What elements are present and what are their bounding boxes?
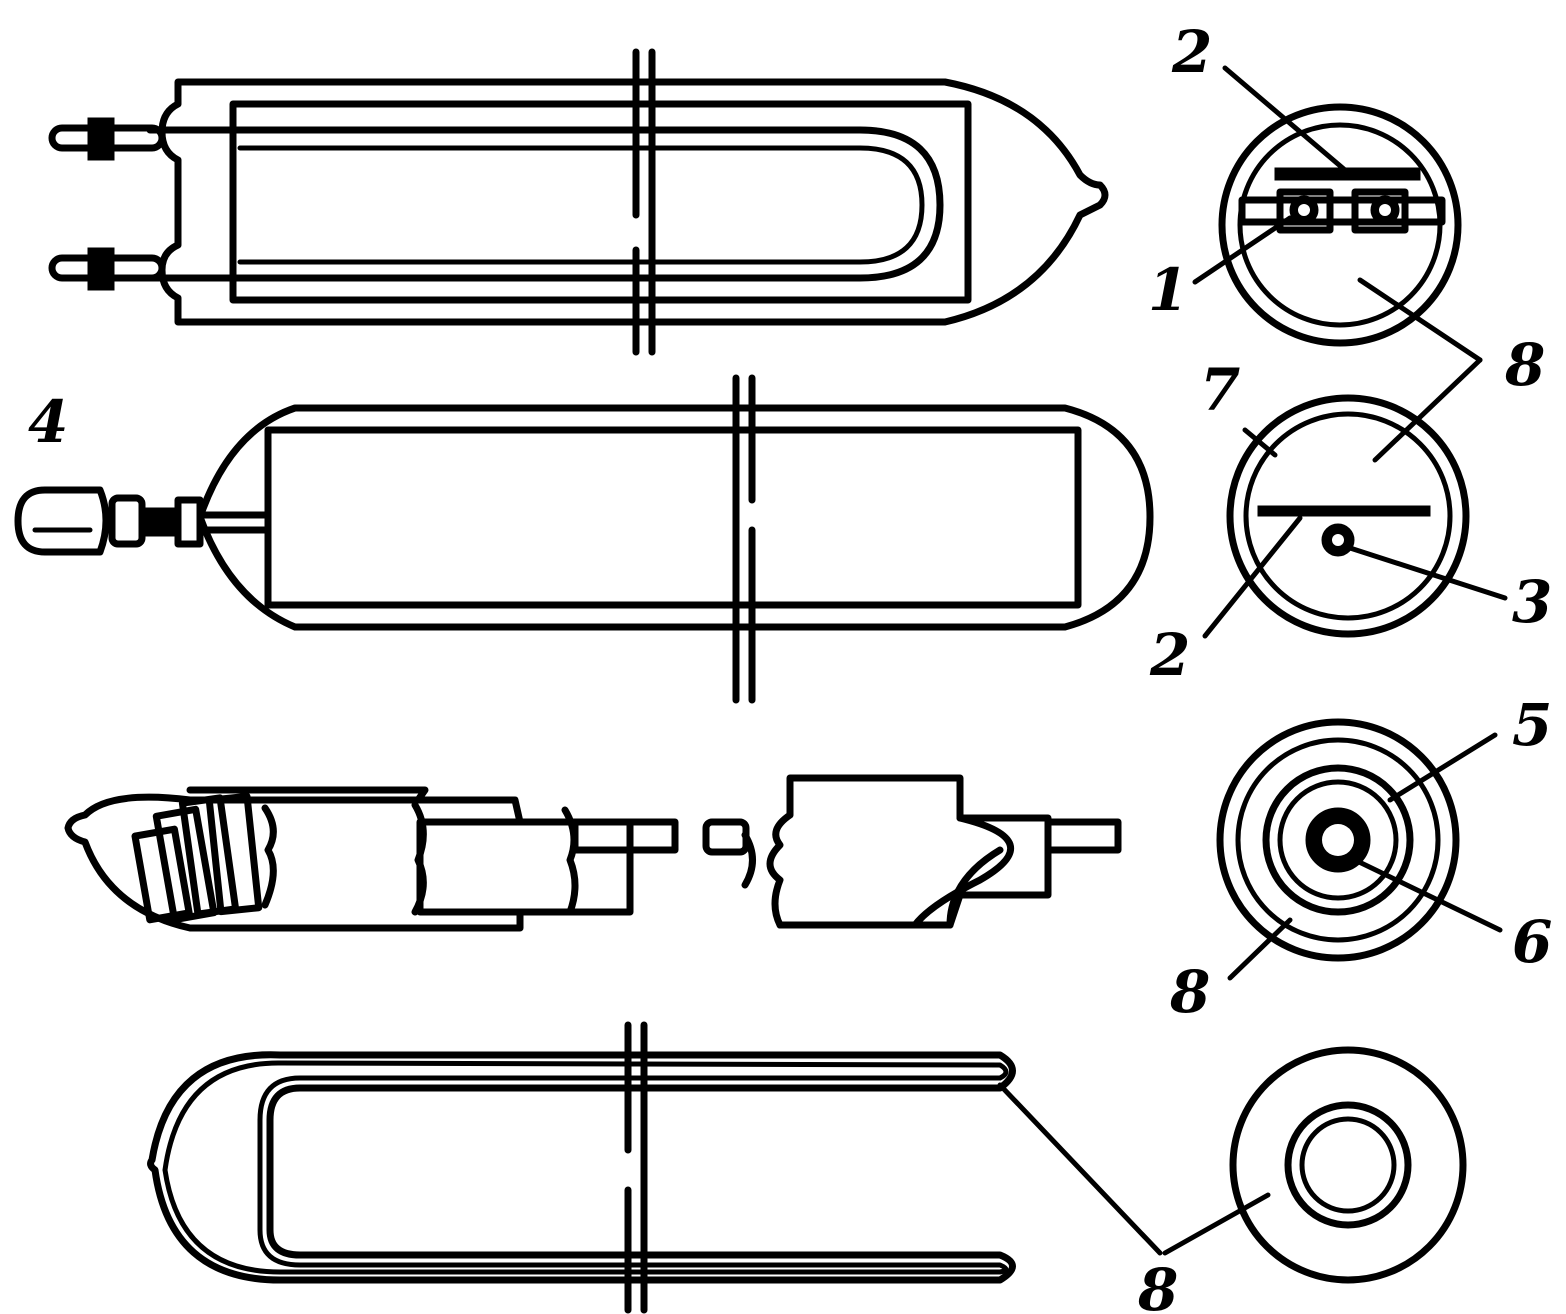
callout-3: 3 [1512,568,1552,636]
heater-1-side-view [48,48,1109,356]
callout-8-top: 8 [1504,331,1545,399]
heater-2-side-view [14,374,1154,704]
end-view-2 [1226,394,1470,638]
break-lines [632,48,656,356]
coil-winding [131,792,263,924]
callout-labels: 2 1 8 7 4 3 2 5 6 8 8 [28,18,1552,1314]
end-view-4 [1229,1046,1467,1284]
end-view-1 [1218,103,1462,347]
outer-sheath [196,404,1154,631]
terminal-rods [48,117,166,291]
callout-7: 7 [1200,356,1240,424]
callout-2-top: 2 [1171,18,1212,86]
leader-lines [997,65,1508,1256]
outer-sheath [158,78,1109,326]
callout-2-bottom: 2 [1149,621,1190,689]
callout-8-middle: 8 [1169,958,1210,1026]
heater-3-cutaway [64,774,1122,932]
heater-4-side-view [147,1021,1016,1314]
outer-u-tube [147,1051,1016,1284]
gauge-bulb-icon [14,486,204,556]
end-view-3 [1216,718,1460,962]
callout-4: 4 [28,388,68,456]
callout-6: 6 [1512,908,1552,976]
u-element [146,126,944,282]
callout-5: 5 [1512,691,1552,759]
callout-1: 1 [1148,256,1188,324]
callout-8-bottom: 8 [1137,1256,1178,1314]
